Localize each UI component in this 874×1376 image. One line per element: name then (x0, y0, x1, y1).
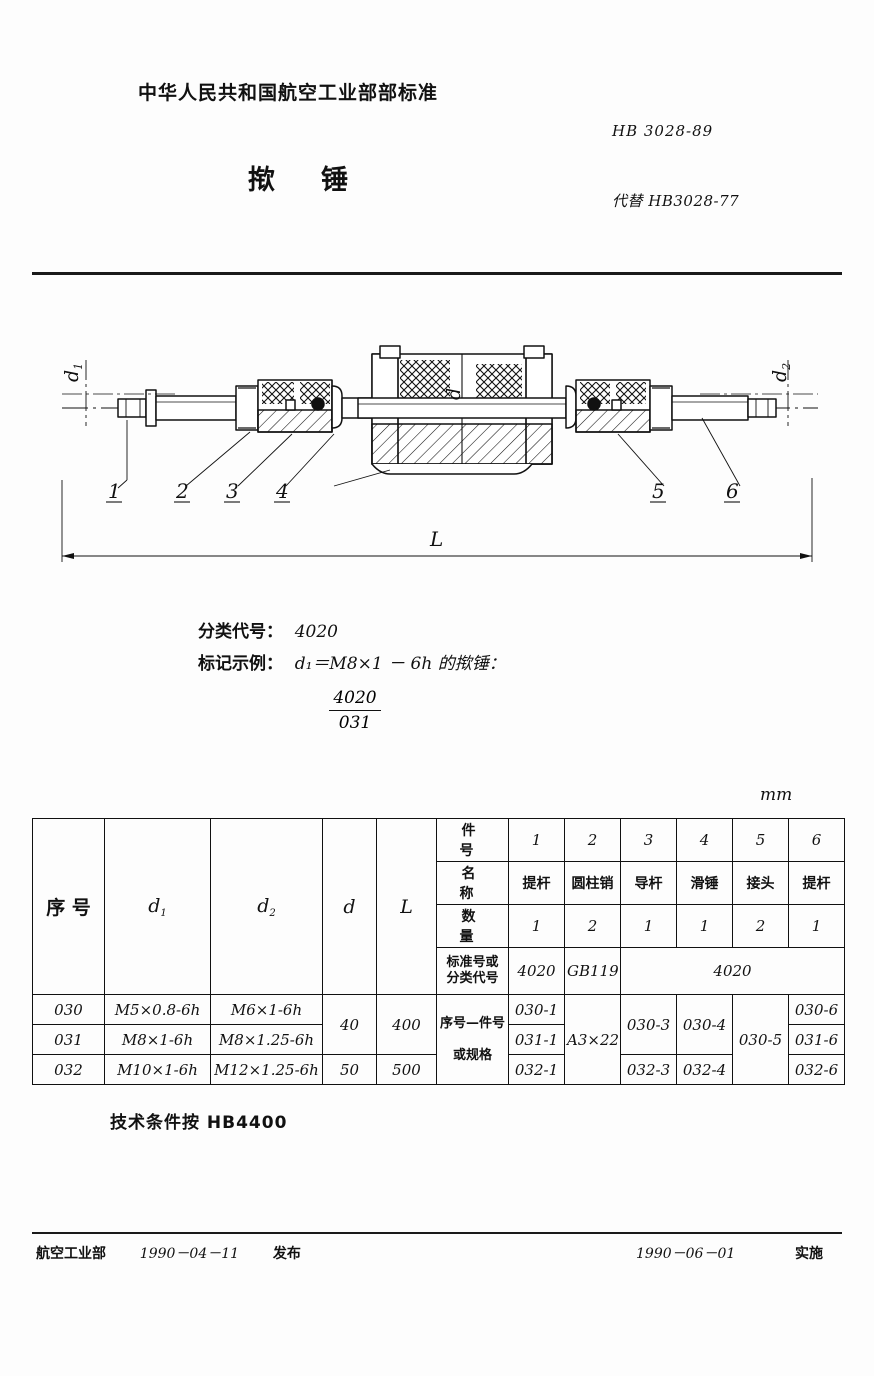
table-row-standard-code: 标准号或 分类代号 4020 GB119 4020 (33, 947, 845, 995)
ref-col1-031: 031-1 (508, 1024, 565, 1055)
d1-030: M5×0.8-6h (104, 994, 211, 1025)
d1-031: M8×1-6h (104, 1024, 211, 1055)
label-part-no: 件 号 (436, 818, 509, 862)
L-030-031: 400 (376, 994, 437, 1055)
quantity-5: 2 (732, 904, 789, 948)
classification-label: 分类代号： (198, 622, 283, 642)
ref-col5: 030-5 (732, 994, 789, 1085)
table-row: 032 M10×1-6h M12×1.25-6h 50 500 032-1 03… (32, 1054, 845, 1085)
assembly-drawing: d1 d2 d L 1 2 3 4 5 6 (0, 330, 874, 600)
classification-value: 4020 (294, 622, 338, 642)
dim-label-d2: d2 (769, 363, 793, 382)
callout-4: 4 (275, 479, 289, 503)
part-name-1: 提杆 (508, 861, 565, 905)
quantity-6: 1 (788, 904, 845, 948)
table-row-part-no: 序 号 d1 d2 d L 件 号 1 2 3 4 5 6 (32, 818, 845, 995)
callout-2: 2 (175, 479, 189, 503)
specification-block: 分类代号： 4020 标记示例： d₁＝M8×1 － 6h 的揿锤： (198, 616, 506, 680)
index-032: 032 (32, 1054, 105, 1085)
marking-example-line: 标记示例： d₁＝M8×1 － 6h 的揿锤： (198, 648, 506, 680)
d-030-031: 40 (322, 994, 377, 1055)
dim-label-d: d (443, 388, 465, 400)
table-row: 030 M5×0.8-6h M6×1-6h 40 400 序号—件号 或规格 0… (32, 994, 845, 1085)
ref-col1-030: 030-1 (508, 994, 565, 1025)
part-name-6: 提杆 (788, 861, 845, 905)
callout-3: 3 (226, 479, 239, 503)
part-no-6: 6 (788, 818, 845, 862)
part-name-4: 滑锤 (676, 861, 733, 905)
header-d2: d2 (210, 818, 323, 995)
organization-title: 中华人民共和国航空工业部部标准 (138, 82, 439, 104)
ref-col4-032: 032-4 (676, 1054, 733, 1085)
ref-col4-030: 030-4 (676, 994, 733, 1055)
dim-label-d1: d1 (61, 363, 85, 382)
quantity-3: 1 (620, 904, 677, 948)
header-d: d (322, 818, 377, 995)
footer-divider (32, 1232, 842, 1234)
quantity-2: 2 (564, 904, 621, 948)
page-title: 揿锤 (248, 165, 394, 196)
L-032: 500 (376, 1054, 437, 1085)
header-d1: d1 (104, 818, 211, 995)
marking-code-numerator: 4020 (329, 688, 381, 711)
ref-col6-030: 030-6 (788, 994, 845, 1025)
callout-1: 1 (108, 479, 121, 503)
unit-label: mm (760, 785, 793, 805)
label-standard-code: 标准号或 分类代号 (436, 947, 509, 995)
specification-table: 序 号 d1 d2 d L 件 号 1 2 3 4 5 6 名 称 提杆 圆柱销… (32, 818, 845, 1085)
quantity-4: 1 (676, 904, 733, 948)
quantity-1: 1 (508, 904, 565, 948)
table-row-part-name: 名 称 提杆 圆柱销 导杆 滑锤 接头 提杆 (33, 861, 845, 905)
part-no-1: 1 (508, 818, 565, 862)
marking-code-denominator: 031 (338, 713, 372, 733)
marking-value: d₁＝M8×1 － 6h 的揿锤： (294, 654, 506, 674)
issue-date: 1990－04－11 (139, 1246, 240, 1262)
part-no-2: 2 (564, 818, 621, 862)
callout-6: 6 (726, 479, 739, 503)
technical-note: 技术条件按 HB4400 (110, 1113, 288, 1133)
replaces-standard: 代替 HB3028-77 (612, 192, 740, 210)
ref-col3-030: 030-3 (620, 994, 677, 1055)
ref-col3-032: 032-3 (620, 1054, 677, 1085)
ref-col2: A3×22 (564, 994, 621, 1085)
marking-code-fraction: 4020 031 (318, 688, 392, 734)
effective-date: 1990－06－01 (636, 1246, 736, 1262)
standard-code-col2: GB119 (564, 947, 621, 995)
issue-label: 发布 (272, 1246, 301, 1262)
ref-col6-032: 032-6 (788, 1054, 845, 1085)
d2-031: M8×1.25-6h (210, 1024, 323, 1055)
label-ref-no: 序号—件号 或规格 (436, 994, 509, 1085)
footer-right: 1990－06－01 实施 (636, 1243, 823, 1263)
standard-code-col1: 4020 (508, 947, 565, 995)
label-part-name: 名 称 (436, 861, 509, 905)
standard-code-col3to6: 4020 (620, 947, 845, 995)
d2-030: M6×1-6h (210, 994, 323, 1025)
part-name-3: 导杆 (620, 861, 677, 905)
header-L: L (376, 818, 437, 995)
footer-left: 航空工业部 1990－04－11 发布 (36, 1243, 301, 1263)
callout-5: 5 (652, 479, 665, 503)
table-row-quantity: 数 量 1 2 1 1 2 1 (33, 904, 845, 948)
header-index: 序 号 (32, 818, 105, 995)
ref-col6-031: 031-6 (788, 1024, 845, 1055)
dim-label-L: L (429, 527, 443, 551)
classification-line: 分类代号： 4020 (198, 616, 506, 648)
part-no-4: 4 (676, 818, 733, 862)
ref-col1-032: 032-1 (508, 1054, 565, 1085)
part-name-5: 接头 (732, 861, 789, 905)
header-divider (32, 272, 842, 275)
index-030: 030 (32, 994, 105, 1025)
issuer-name: 航空工业部 (36, 1246, 106, 1262)
index-031: 031 (32, 1024, 105, 1055)
part-no-5: 5 (732, 818, 789, 862)
label-quantity: 数 量 (436, 904, 509, 948)
part-name-2: 圆柱销 (564, 861, 621, 905)
marking-label: 标记示例： (198, 654, 283, 674)
effective-label: 实施 (795, 1246, 824, 1262)
d-032: 50 (322, 1054, 377, 1085)
d1-032: M10×1-6h (104, 1054, 211, 1085)
d2-032: M12×1.25-6h (210, 1054, 323, 1085)
standard-number: HB 3028-89 (612, 122, 714, 140)
part-no-3: 3 (620, 818, 677, 862)
